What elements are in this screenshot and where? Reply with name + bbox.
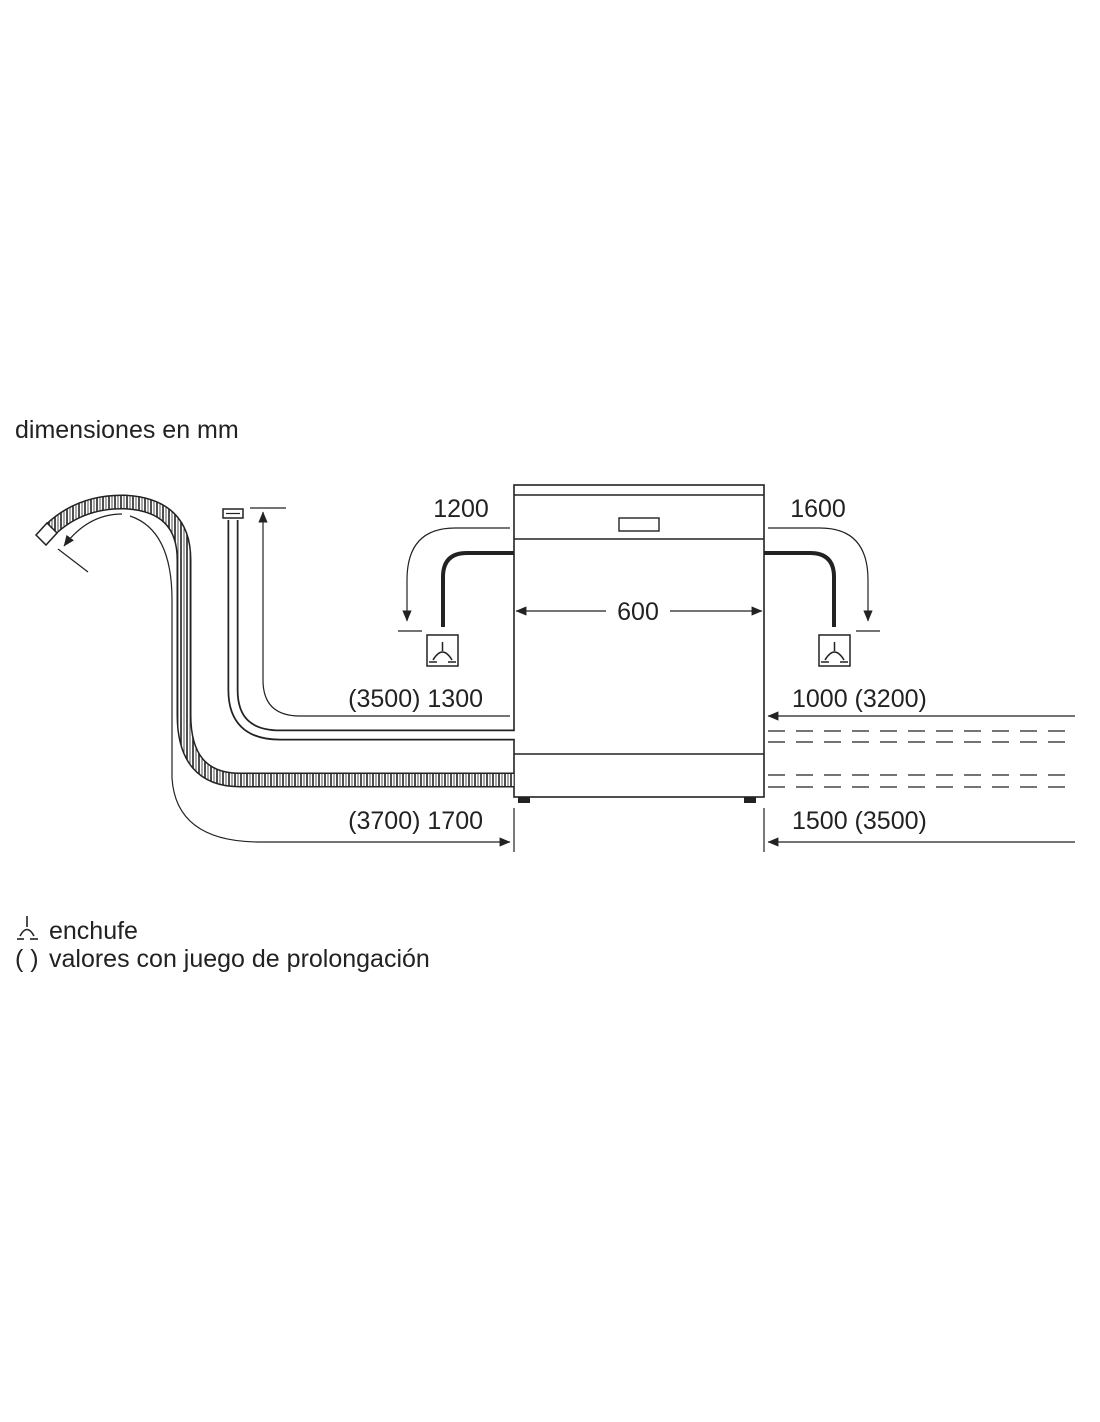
cable-length-left-label: 1200 [433,495,489,523]
legend-paren-symbol: ( ) [15,945,39,973]
cable-length-arrow-right [768,527,873,622]
drain-length-right-label: 1500 (3500) [792,807,927,835]
power-cable-left [441,551,514,627]
legend: enchufe ( ) valores con juego de prolong… [15,916,430,973]
diagram-title: dimensiones en mm [15,416,239,444]
cable-length-arrow-left [402,527,510,622]
foot-right [744,797,756,803]
cable-length-right-label: 1600 [790,495,846,523]
dishwasher [513,484,765,803]
drain-length-left-label: (3700) 1700 [348,807,483,835]
water-tap-icon [222,508,244,519]
inlet-length-left-label: (3500) 1300 [348,685,483,713]
legend-paren-label: valores con juego de prolongación [49,945,430,973]
inlet-length-arrow-left [258,511,510,717]
drain-hose-end-icon [34,521,59,547]
power-cable-right [764,551,836,627]
foot-left [518,797,530,803]
plug-socket-left-icon [426,634,459,667]
legend-plug-label: enchufe [49,917,138,945]
plug-legend-icon [17,916,38,940]
drain-hose-right [768,774,1075,788]
inlet-hose-right [768,730,1075,743]
drain-outlet-arrow [63,513,123,547]
width-dimension-label: 600 [617,598,659,626]
plug-socket-right-icon [818,634,851,667]
drain-length-arrow-left [129,515,511,847]
inlet-length-right-label: 1000 (3200) [792,685,927,713]
control-display [618,517,660,532]
